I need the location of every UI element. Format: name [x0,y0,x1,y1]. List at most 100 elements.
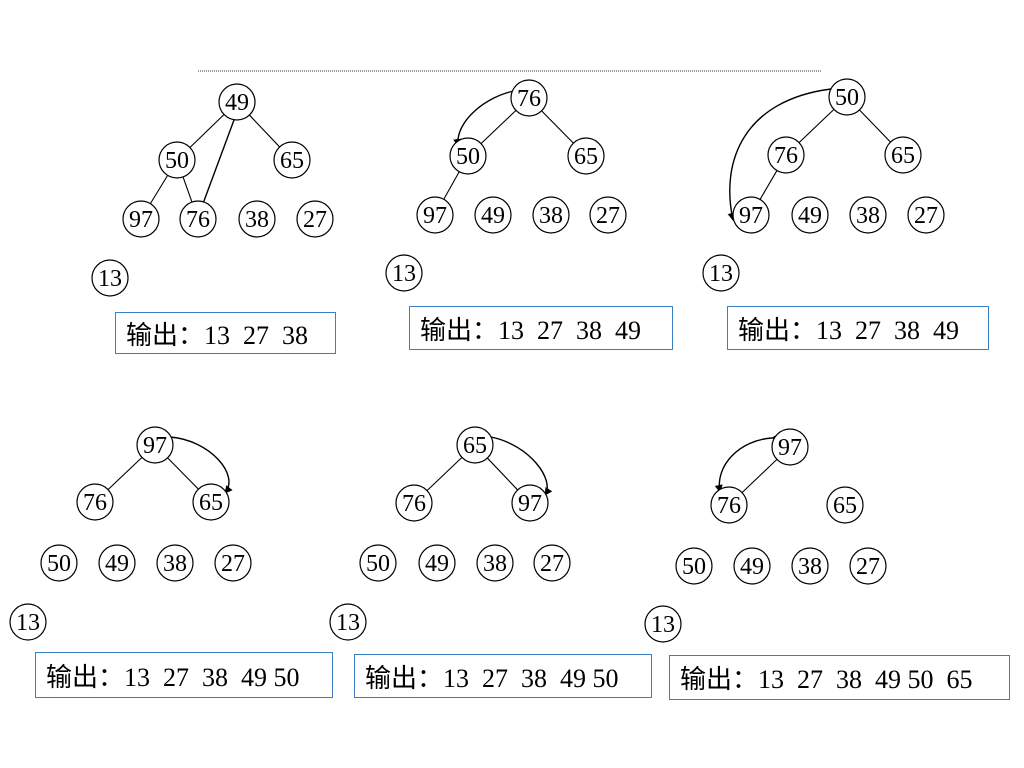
node-value: 76 [186,207,210,233]
node-circle [40,544,78,582]
heap-node: 50 [675,547,713,585]
node-circle [476,544,514,582]
node-value: 76 [83,490,107,516]
node-value: 65 [463,433,487,459]
node-value: 27 [303,207,327,233]
node-circle [907,196,945,234]
heap-node: 76 [510,79,548,117]
node-value: 27 [914,203,938,229]
node-circle [644,605,682,643]
node-circle [449,137,487,175]
tree-edge [759,170,778,200]
node-value: 97 [778,435,802,461]
tree-edge [426,457,463,491]
node-value: 38 [163,551,187,577]
output-node: 13 [329,603,367,641]
node-value: 97 [518,491,542,517]
heap-node: 27 [533,544,571,582]
node-value: 38 [798,554,822,580]
heap-node: 27 [214,544,252,582]
node-value: 13 [16,610,40,636]
tree-edge [741,459,778,493]
node-value: 49 [740,554,764,580]
node-value: 13 [336,610,360,636]
heap-node: 65 [567,137,605,175]
node-circle [98,544,136,582]
heap-node: 65 [456,426,494,464]
node-circle [828,78,866,116]
node-value: 27 [856,554,880,580]
node-circle [238,200,276,238]
heap-node: 38 [238,200,276,238]
output-box: 输出：13 27 38 49 [727,306,989,350]
heap-node: 49 [791,196,829,234]
heap-node: 27 [589,196,627,234]
swap-arrow [483,431,553,496]
node-value: 50 [165,148,189,174]
node-circle [156,544,194,582]
output-text: 输出：13 27 38 49 50 [46,662,300,692]
tree-edge [149,175,169,204]
node-value: 38 [856,203,880,229]
swap-arrow [727,84,839,221]
node-value: 13 [651,612,675,638]
node-value: 50 [682,554,706,580]
swap-arrow [714,433,780,493]
node-value: 13 [98,266,122,292]
node-value: 65 [280,148,304,174]
node-circle [826,486,864,524]
tree-edge [248,114,281,148]
heap-node: 76 [710,486,748,524]
node-circle [791,196,829,234]
node-circle [771,428,809,466]
heap-node: 97 [416,196,454,234]
output-box: 输出：13 27 38 49 50 [354,654,652,698]
node-circle [416,196,454,234]
node-value: 38 [483,551,507,577]
node-circle [849,196,887,234]
heap-node: 97 [511,484,549,522]
node-circle [9,603,47,641]
node-value: 49 [105,551,129,577]
node-circle [675,547,713,585]
heap-node: 38 [156,544,194,582]
heap-node: 49 [474,196,512,234]
node-value: 27 [540,551,564,577]
output-text: 输出：13 27 38 49 [420,315,642,345]
heap-node: 38 [476,544,514,582]
node-circle [418,544,456,582]
swap-arrow [162,432,233,494]
heap-node: 27 [907,196,945,234]
node-value: 76 [774,143,798,169]
heap-node: 38 [532,196,570,234]
node-circle [296,200,334,238]
node-value: 38 [245,207,269,233]
node-circle [395,484,433,522]
tree-edge [486,457,519,491]
node-value: 49 [425,551,449,577]
node-value: 97 [739,203,763,229]
heap-node: 49 [733,547,771,585]
tree-edge [798,109,835,143]
node-circle [158,141,196,179]
tree-edge [480,110,517,144]
output-text: 输出：13 27 38 49 50 65 [680,665,973,694]
node-circle [122,200,160,238]
node-value: 27 [221,551,245,577]
heap-node: 50 [449,137,487,175]
tree-edge [443,171,460,200]
heap-node: 50 [158,141,196,179]
tree-edge [167,457,199,490]
node-value: 49 [481,203,505,229]
node-circle [273,141,311,179]
heap-node: 97 [732,196,770,234]
heap-node: 50 [359,544,397,582]
tree-edge [182,176,193,203]
node-circle [91,259,129,297]
heap-node: 76 [76,483,114,521]
heap-node: 76 [179,200,217,238]
tree-edge [541,110,574,144]
heap-node: 27 [849,547,887,585]
node-circle [76,483,114,521]
node-value: 65 [891,143,915,169]
